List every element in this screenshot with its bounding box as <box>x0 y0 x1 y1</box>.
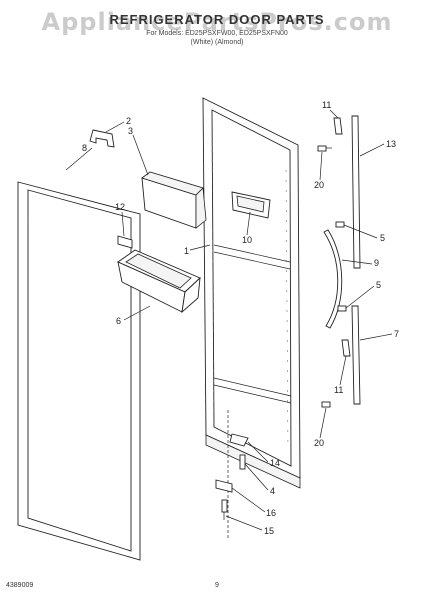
callout-labels: 2 3 8 1 12 6 10 11 13 20 5 9 5 7 11 20 1… <box>82 100 399 536</box>
screw-mid-lower <box>337 305 347 312</box>
door-shelf-upper <box>141 171 207 229</box>
callout-5-lower: 5 <box>376 280 381 290</box>
callout-16: 16 <box>266 508 276 518</box>
handle-endcap-lower <box>341 339 351 357</box>
watermark-text: AppliancePartsPros.com <box>41 8 393 36</box>
trim-strip-upper <box>351 115 361 269</box>
screw-mid-upper <box>335 221 345 228</box>
dispenser-bin <box>231 191 271 219</box>
callout-11-lower: 11 <box>334 385 343 395</box>
callout-5-upper: 5 <box>380 233 385 243</box>
diagram-number: 4389009 <box>6 582 34 589</box>
shelf-clip <box>89 129 115 148</box>
model-numbers: For Models: ED25PSXFW00, ED25PSXFN00 <box>146 30 288 37</box>
callout-9: 9 <box>374 258 379 268</box>
door-bin-lower <box>117 249 201 314</box>
callout-4: 4 <box>270 486 275 496</box>
callout-6: 6 <box>116 316 121 326</box>
callout-14: 14 <box>270 458 280 468</box>
callout-12: 12 <box>115 202 125 212</box>
page-title: REFRIGERATOR DOOR PARTS <box>109 12 325 27</box>
screw-upper <box>317 145 332 152</box>
callout-7: 7 <box>394 329 399 339</box>
callout-11-upper: 11 <box>322 100 331 110</box>
model-variants: (White) (Almond) <box>190 39 244 46</box>
door-gasket <box>17 181 141 561</box>
leader-lines <box>65 109 393 531</box>
callout-20-lower: 20 <box>314 438 324 448</box>
callout-3: 3 <box>128 126 133 136</box>
handle-endcap-upper <box>333 117 343 135</box>
callout-20-upper: 20 <box>314 180 324 190</box>
callout-1: 1 <box>184 246 189 256</box>
callout-13: 13 <box>386 139 396 149</box>
callout-2: 2 <box>126 116 131 126</box>
callout-15: 15 <box>264 526 274 536</box>
page-number: 9 <box>215 582 219 589</box>
small-clip <box>117 235 133 249</box>
hinge-assembly <box>215 410 249 540</box>
callout-8: 8 <box>82 143 87 153</box>
door-liner <box>202 97 301 489</box>
trim-strip-lower <box>351 305 361 405</box>
screw-lower <box>321 401 331 408</box>
callout-10: 10 <box>242 235 252 245</box>
door-handle <box>323 229 343 329</box>
